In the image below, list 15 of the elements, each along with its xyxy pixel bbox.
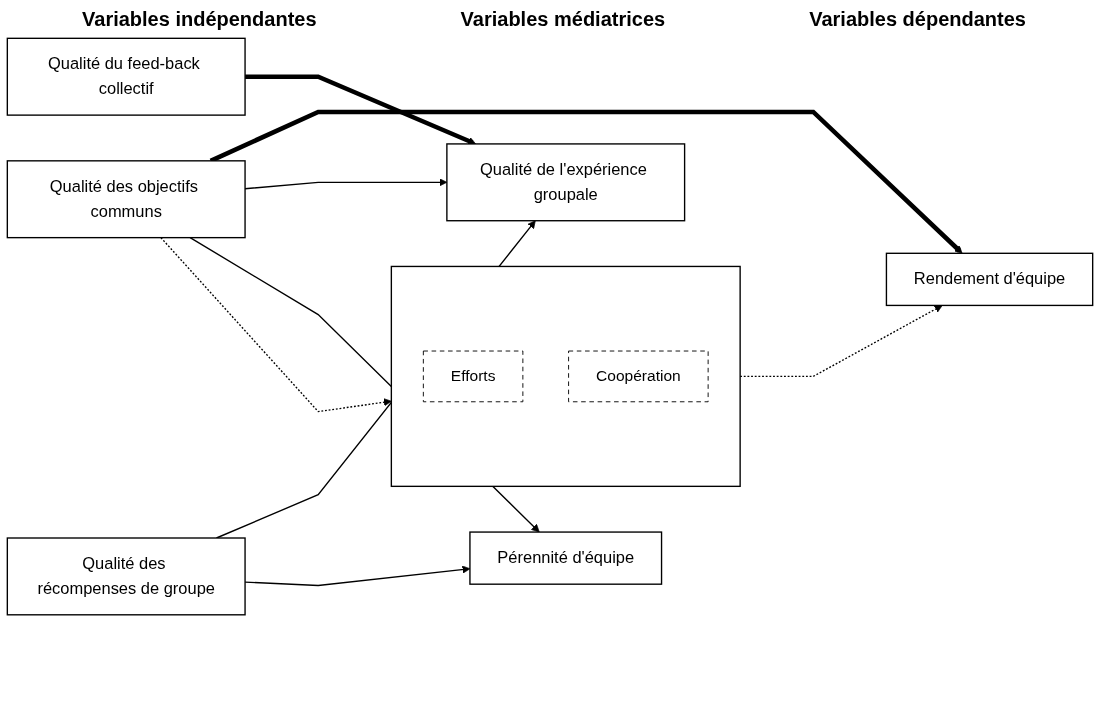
arrow <box>245 74 477 145</box>
node-box: Qualité des objectifs communs <box>6 160 246 239</box>
node-box: Efforts <box>422 350 524 403</box>
node-box: Qualité de l'expérience groupale <box>446 143 686 222</box>
node-box: Pérennité d'équipe <box>469 531 663 585</box>
column-heading: Variables dépendantes <box>809 8 1026 31</box>
column-heading: Variables indépendantes <box>82 8 317 31</box>
node-box: Qualité du feed-back collectif <box>6 37 246 116</box>
column-heading: Variables médiatrices <box>460 8 666 31</box>
arrow <box>160 236 392 413</box>
arrow <box>209 109 963 254</box>
node-box: Rendement d'équipe <box>885 252 1094 307</box>
cluster <box>390 265 741 488</box>
node-box: Coopération <box>568 350 709 403</box>
node-box: Qualité des récompenses de groupe <box>6 537 246 616</box>
